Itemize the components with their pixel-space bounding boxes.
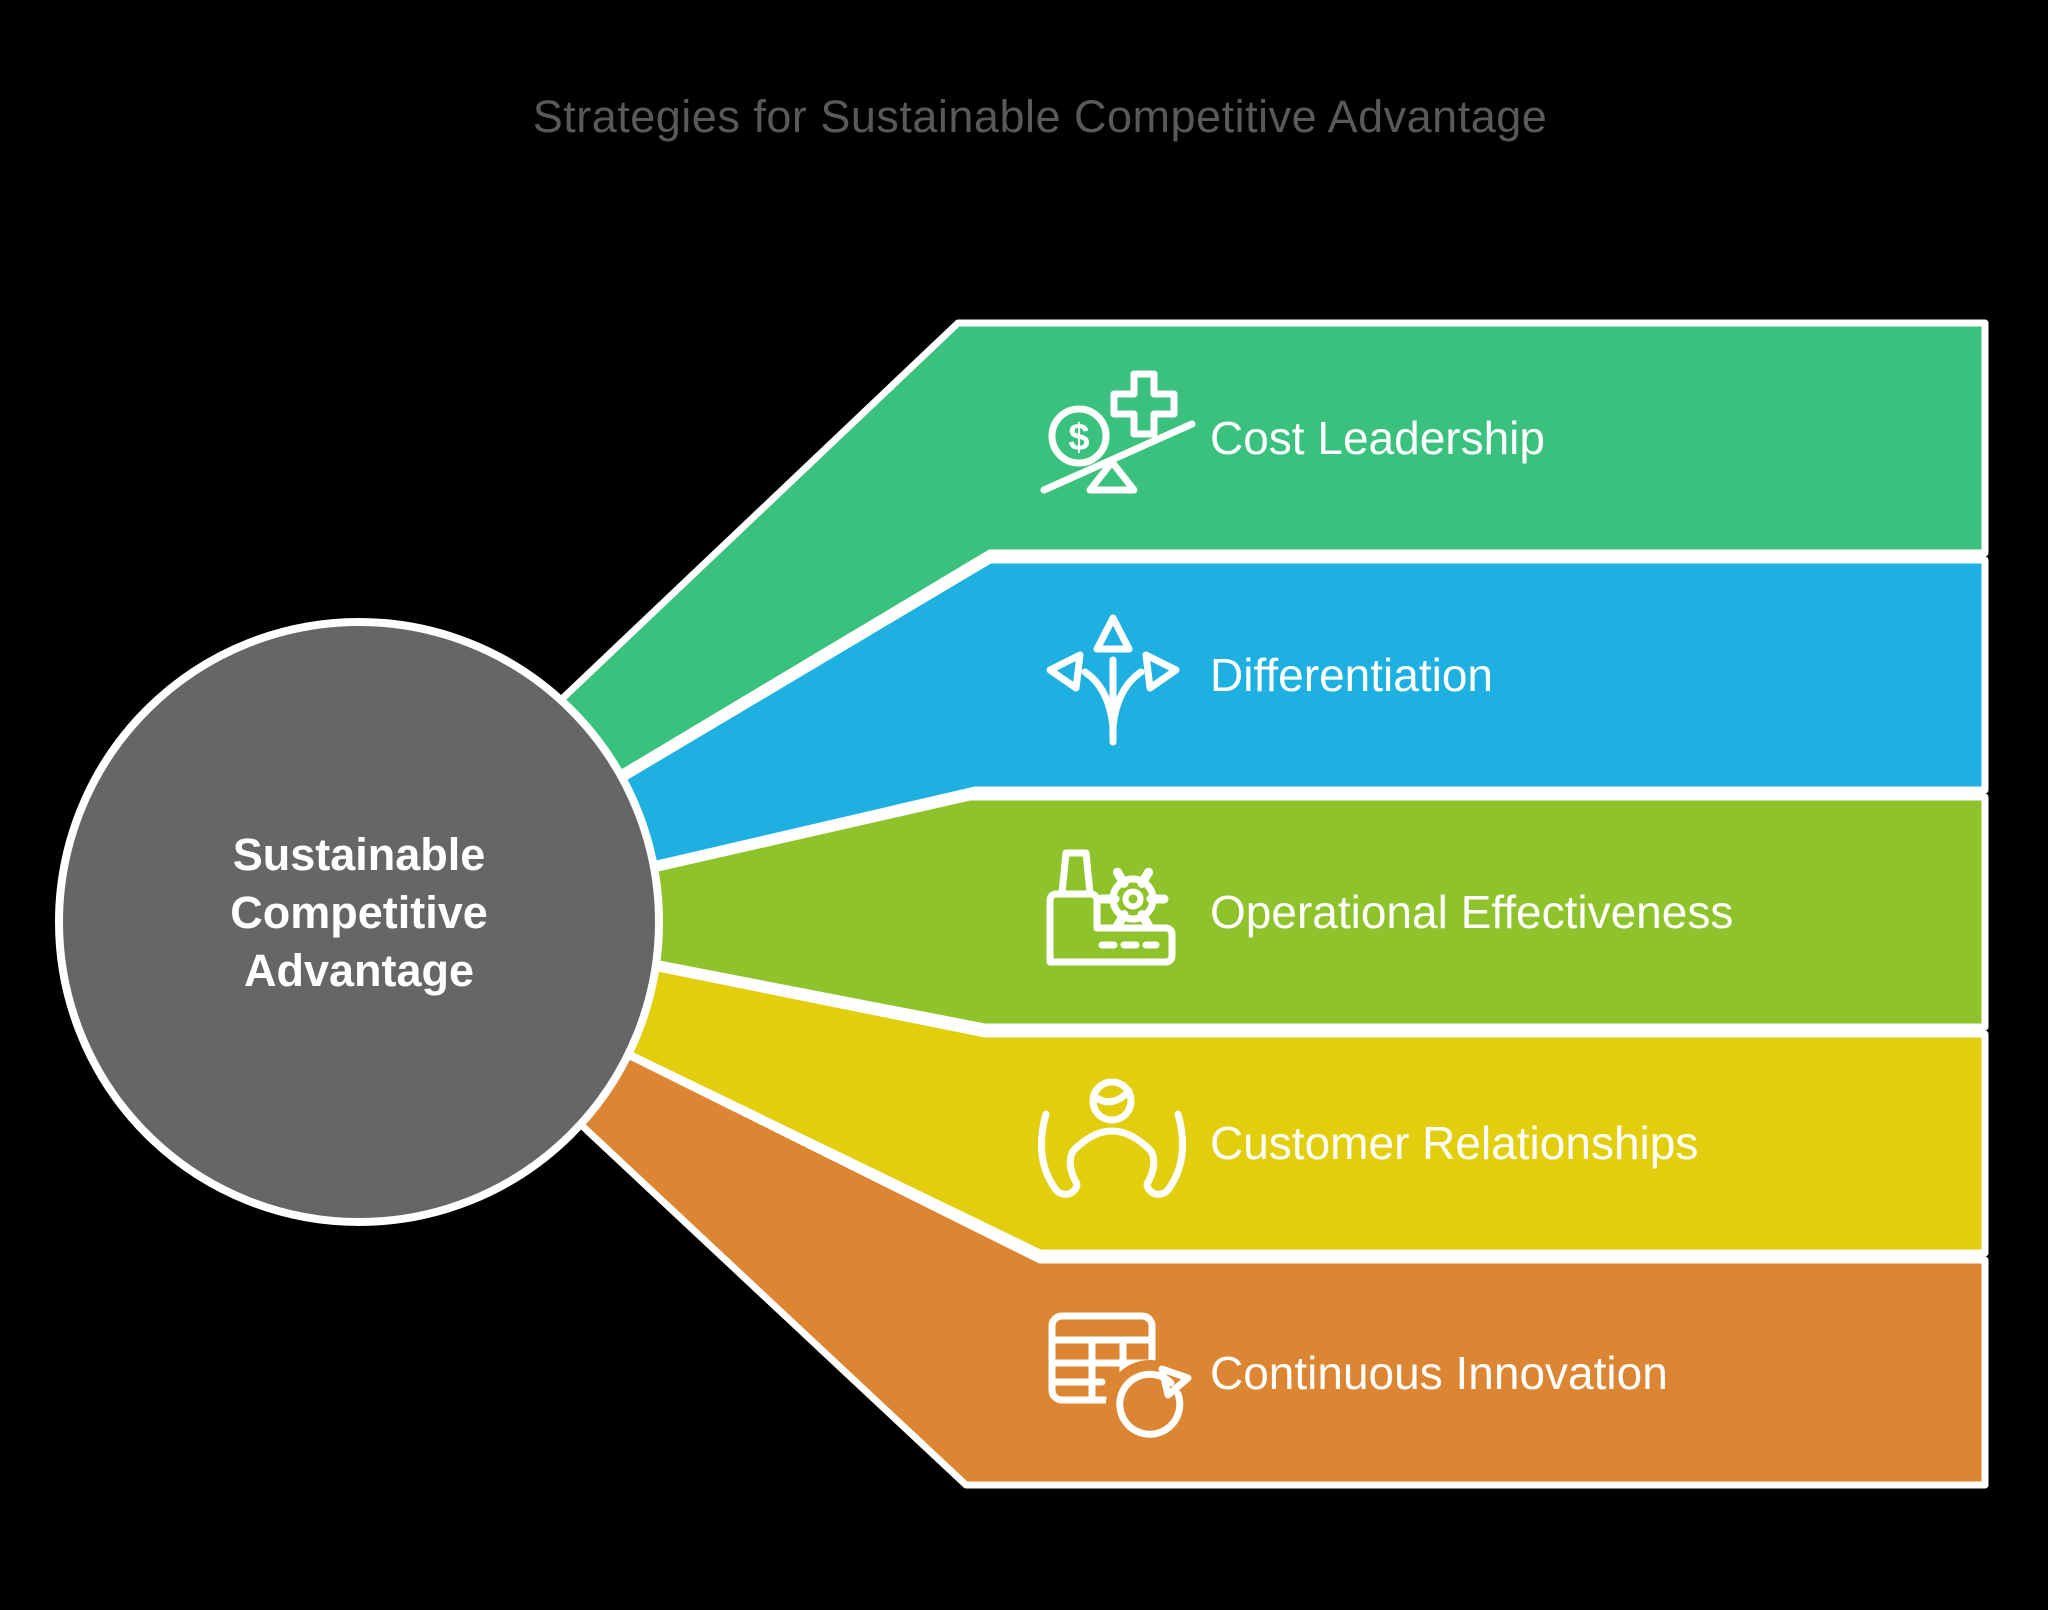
table-refresh-icon xyxy=(1048,1312,1194,1448)
coin-circle xyxy=(1048,405,1110,467)
band-label-cost-leadership: Cost Leadership xyxy=(1210,412,1545,464)
center-label-line-2: Competitive xyxy=(230,887,488,938)
factory-gear-icon xyxy=(1046,849,1176,966)
center-label-line-3: Advantage xyxy=(244,945,474,996)
plus-cross xyxy=(1110,370,1178,438)
person-head xyxy=(1089,1078,1135,1124)
center-label-line-1: Sustainable xyxy=(233,829,486,880)
right-branch xyxy=(1109,668,1145,730)
up-arrowhead xyxy=(1093,614,1133,653)
band-cost-leadership: $ Cost Leadership xyxy=(541,319,1989,792)
person-shoulders xyxy=(1070,1127,1154,1154)
center-node: Sustainable Competitive Advantage xyxy=(55,618,663,1226)
fulcrum-triangle xyxy=(1086,458,1138,494)
cost-balance-icon xyxy=(1040,370,1196,494)
factory-chimney xyxy=(1058,849,1094,897)
dollar-symbol: $ xyxy=(1068,417,1089,459)
person-hair-arc xyxy=(1091,1087,1133,1106)
band-label-customer-relationships: Customer Relationships xyxy=(1210,1117,1698,1169)
gear-teeth xyxy=(1097,867,1169,931)
refresh-arc xyxy=(1116,1370,1184,1438)
factory-building xyxy=(1046,890,1176,966)
band-label-continuous-innovation: Continuous Innovation xyxy=(1210,1347,1668,1399)
right-arrowhead xyxy=(1142,651,1180,692)
center-circle xyxy=(55,618,663,1226)
band-label-differentiation: Differentiation xyxy=(1210,649,1493,701)
page-title: Strategies for Sustainable Competitive A… xyxy=(533,91,1548,142)
band-continuous-innovation: Continuous Innovation xyxy=(558,1040,1989,1489)
lever-line xyxy=(1040,420,1196,494)
refresh-arrowhead xyxy=(1158,1365,1192,1399)
right-hand xyxy=(1143,1110,1187,1198)
band-label-operational-effectiveness: Operational Effectiveness xyxy=(1210,886,1733,938)
left-arrowhead xyxy=(1046,651,1084,692)
band-customer-relationships: Customer Relationships xyxy=(600,958,1989,1257)
band-operational-effectiveness: Operational Effectiveness xyxy=(623,793,1989,1031)
customer-care-icon xyxy=(1037,1078,1187,1198)
left-hand xyxy=(1037,1110,1081,1198)
three-way-arrows-icon xyxy=(1046,614,1180,746)
table-outline xyxy=(1048,1312,1156,1404)
gear-hole xyxy=(1122,888,1144,910)
